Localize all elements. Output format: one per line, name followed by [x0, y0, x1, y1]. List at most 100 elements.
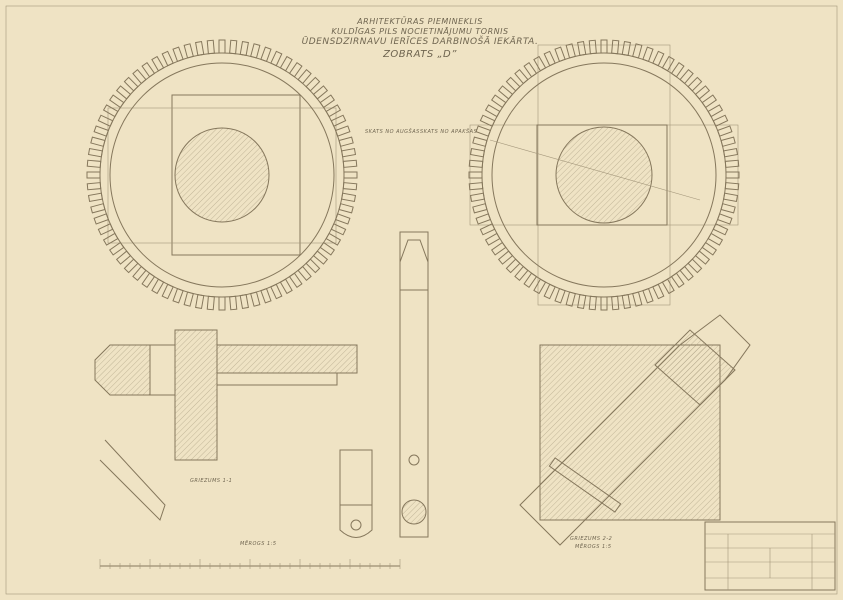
- gear-ring: [109, 62, 335, 288]
- gear-tooth: [543, 50, 556, 67]
- gear-tooth: [652, 283, 665, 300]
- gear-tooth: [90, 203, 106, 214]
- gear-tooth: [472, 203, 488, 214]
- gear-tooth: [312, 85, 329, 100]
- gear-tooth: [707, 104, 724, 118]
- gear-tooth: [514, 68, 529, 85]
- gear-tooth: [218, 296, 226, 311]
- gear-tooth: [288, 61, 303, 78]
- gear-tooth: [652, 50, 665, 67]
- gear-tooth: [468, 159, 484, 168]
- gear-tooth: [250, 291, 261, 307]
- gear-tooth: [687, 76, 703, 92]
- gear-tooth: [533, 55, 547, 72]
- sheet-border: [5, 5, 838, 595]
- gear-tooth: [716, 125, 733, 137]
- gear-tooth: [229, 295, 238, 311]
- section-2-2: [519, 314, 751, 546]
- gear-tooth: [712, 114, 729, 127]
- gear-tooth: [338, 136, 354, 147]
- gear-tooth: [343, 171, 358, 179]
- gear-tooth: [97, 114, 114, 127]
- gear-tooth: [325, 232, 342, 246]
- gear-tooth: [484, 104, 501, 118]
- gear-tooth: [141, 61, 156, 78]
- gear-tooth: [701, 241, 718, 256]
- label-top-view: SKATS NO AUGŠAS: [365, 128, 420, 135]
- gear-tooth: [115, 85, 132, 100]
- gear-tooth: [479, 223, 496, 236]
- gear-tooth: [469, 148, 485, 158]
- gear-tooth: [490, 241, 507, 256]
- gear-tooth: [533, 278, 547, 295]
- gear-tooth: [712, 223, 729, 236]
- gear-tooth: [497, 85, 514, 100]
- gear-tooth: [565, 43, 576, 59]
- gear-tooth: [687, 258, 703, 274]
- gear-tooth: [161, 283, 174, 300]
- gear-tooth: [86, 182, 102, 191]
- gear-tooth: [334, 213, 351, 225]
- gear-tooth: [319, 94, 336, 109]
- gear-tooth: [632, 43, 643, 59]
- gear-tooth: [239, 40, 249, 56]
- gear-tooth: [195, 40, 205, 56]
- gear-tooth: [723, 192, 739, 202]
- gear-tooth: [469, 192, 485, 202]
- gear-tooth: [102, 104, 119, 118]
- gear-tooth: [195, 294, 205, 310]
- gear-tooth: [724, 159, 740, 168]
- gear-bottom-view: [468, 39, 740, 311]
- gear-tooth: [183, 291, 194, 307]
- gear-tooth: [490, 94, 507, 109]
- gear-tooth: [97, 223, 114, 236]
- gear-tooth: [523, 272, 538, 289]
- gear-tooth: [642, 287, 654, 304]
- gear-tooth: [679, 68, 694, 85]
- gear-tooth: [305, 76, 321, 92]
- gear-tooth: [661, 55, 675, 72]
- gear-tooth: [505, 258, 521, 274]
- label-bottom-view: SKATS NO APAKŠAS: [420, 128, 478, 135]
- gear-tooth: [661, 278, 675, 295]
- gear-tooth: [472, 136, 488, 147]
- gear-tooth: [108, 94, 125, 109]
- label-section-2-2-scale: MĒROGS 1:5: [575, 543, 612, 550]
- gear-tooth: [123, 76, 139, 92]
- title-line-2: KULDĪGAS PILS NOCIETINĀJUMU TORNIS: [331, 26, 508, 36]
- gear-tooth: [102, 232, 119, 246]
- gear-tooth: [621, 40, 631, 56]
- gear-tooth: [565, 291, 576, 307]
- title-line-4: ZOBRATS „D”: [382, 49, 457, 60]
- gear-tooth: [611, 39, 620, 55]
- scale-bar: [99, 559, 401, 569]
- gear-tooth: [334, 125, 351, 137]
- gear-tooth: [600, 296, 608, 311]
- gear-tooth: [87, 192, 103, 202]
- gear-tooth: [218, 39, 226, 54]
- gear-tooth: [229, 39, 238, 55]
- gear-tooth: [514, 265, 529, 282]
- gear-tooth: [260, 287, 272, 304]
- gear-tooth: [611, 295, 620, 311]
- gear-tooth: [161, 50, 174, 67]
- gear-tooth: [670, 61, 685, 78]
- gear-tooth: [297, 68, 312, 85]
- gear-tooth: [341, 192, 357, 202]
- gear-tooth: [132, 68, 147, 85]
- gear-tooth: [319, 241, 336, 256]
- gear-tooth: [325, 104, 342, 118]
- gear-tooth: [554, 287, 566, 304]
- label-section-2-2: GRIEZUMS 2-2: [570, 536, 612, 542]
- gear-tooth: [260, 46, 272, 63]
- gear-tooth: [123, 258, 139, 274]
- gear-tooth: [621, 294, 631, 310]
- gear-tooth: [172, 287, 184, 304]
- gear-tooth: [694, 85, 711, 100]
- gear-tooth: [543, 283, 556, 300]
- gear-tooth: [330, 114, 347, 127]
- bracket-detail: [339, 449, 373, 538]
- shaft-elevation: [399, 231, 429, 538]
- gear-tooth: [632, 291, 643, 307]
